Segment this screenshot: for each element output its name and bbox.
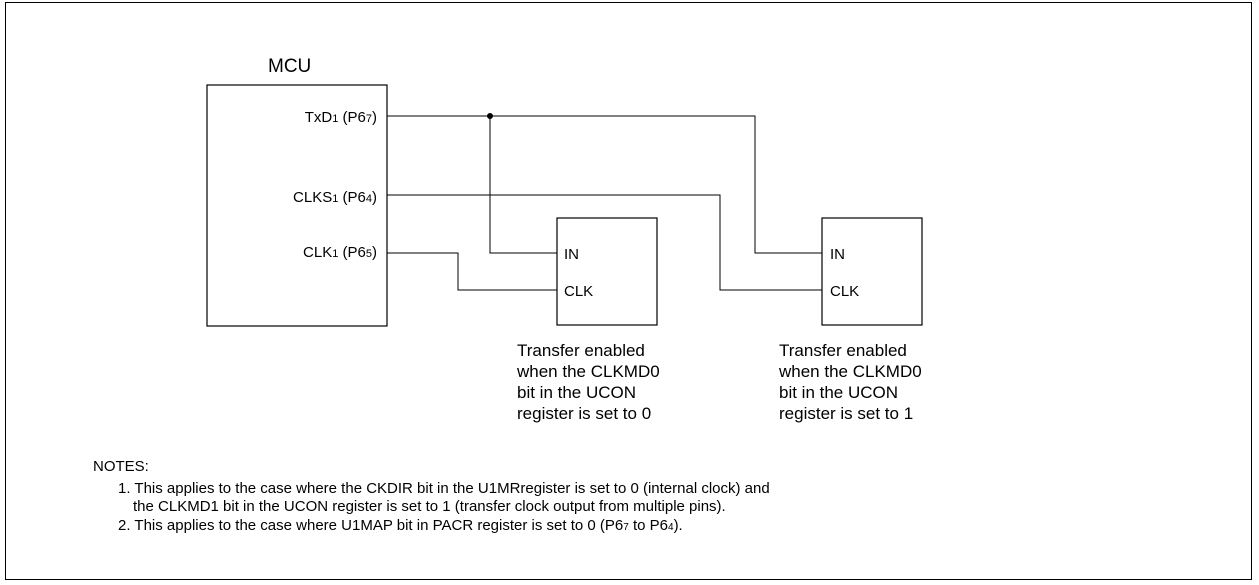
note-2: 2. This applies to the case where U1MAP … [118, 517, 683, 534]
device-2-caption: Transfer enabled when the CLKMD0 bit in … [778, 341, 922, 423]
device-2-in-label: IN [830, 246, 845, 263]
diagram-frame [5, 2, 1252, 580]
pin-txd1-label: TxD1 (P67) [305, 109, 377, 126]
device-1-box [556, 217, 658, 326]
device-2-caption-line: when the CLKMD0 [778, 362, 922, 381]
note-1-line-2: the CLKMD1 bit in the UCON register is s… [133, 498, 726, 515]
clk-wire-to-device-1 [387, 252, 557, 291]
device-1-in-label: IN [564, 246, 579, 263]
mcu-title: MCU [268, 56, 311, 77]
device-2-caption-line: bit in the UCON [779, 383, 898, 402]
device-1-caption-line: bit in the UCON [517, 383, 636, 402]
clks-wire-to-device-2 [387, 194, 822, 291]
txd-wire-to-device-2 [387, 115, 822, 254]
note-1: 1. This applies to the case where the CK… [118, 480, 770, 516]
txd-wire-to-device-1 [489, 116, 557, 254]
pin-clk1-label: CLK1 (P65) [303, 244, 377, 261]
device-2-caption-line: Transfer enabled [779, 341, 907, 360]
mcu-box [206, 84, 388, 327]
device-2-box [821, 217, 923, 326]
junction-dot [487, 113, 493, 119]
device-1-clk-label: CLK [564, 283, 593, 300]
device-1-caption: Transfer enabled when the CLKMD0 bit in … [516, 341, 660, 423]
device-1-caption-line: when the CLKMD0 [516, 362, 660, 381]
device-1-caption-line: register is set to 0 [517, 404, 651, 423]
pin-clks1-label: CLKS1 (P64) [293, 189, 377, 206]
device-1-caption-line: Transfer enabled [517, 341, 645, 360]
note-1-line-1: 1. This applies to the case where the CK… [118, 480, 770, 497]
device-2-caption-line: register is set to 1 [779, 404, 913, 423]
notes-title: NOTES: [93, 458, 149, 475]
device-2-clk-label: CLK [830, 283, 859, 300]
